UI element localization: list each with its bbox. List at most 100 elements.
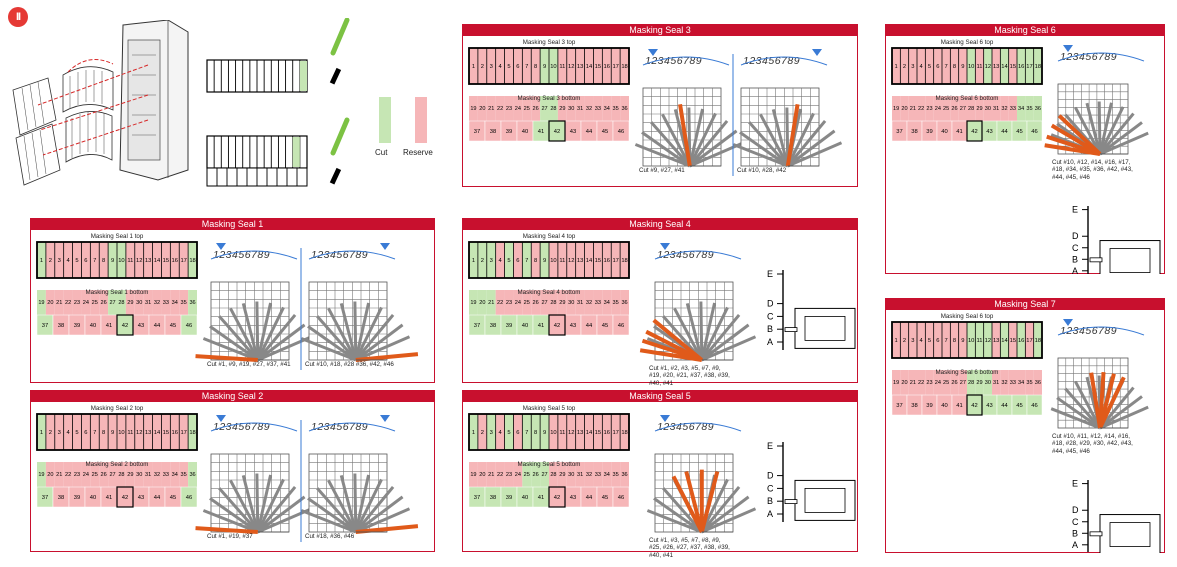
svg-text:10: 10 [550,258,556,264]
svg-text:15: 15 [1010,64,1016,70]
svg-text:22: 22 [65,300,71,306]
svg-text:8: 8 [534,64,537,70]
svg-text:29: 29 [976,106,982,112]
svg-text:3: 3 [490,430,493,436]
panel-title: Masking Seal 7 [886,299,1164,310]
svg-text:37: 37 [896,403,902,409]
svg-text:37: 37 [42,495,48,501]
svg-text:31: 31 [993,380,999,386]
svg-text:28: 28 [550,300,556,306]
svg-text:C: C [1072,243,1079,253]
svg-text:21: 21 [488,472,494,478]
svg-text:41: 41 [956,403,962,409]
svg-text:17: 17 [180,430,186,436]
svg-text:5: 5 [75,258,78,264]
svg-text:19: 19 [470,472,476,478]
cut-caption: Cut #1, #3, #5, #7, #8, #9, #25, #26, #2… [649,537,730,559]
lens-number-scale: 123456789 [311,249,369,261]
svg-text:34: 34 [1018,106,1024,112]
svg-text:31: 31 [577,300,583,306]
cut-caption: Cut #1, #2, #3, #5, #7, #9, #19, #20, #2… [649,365,730,387]
svg-text:22: 22 [497,300,503,306]
svg-text:5: 5 [75,430,78,436]
svg-text:34: 34 [604,472,610,478]
svg-text:23: 23 [506,472,512,478]
svg-text:31: 31 [577,472,583,478]
svg-text:5: 5 [507,430,510,436]
svg-text:41: 41 [106,323,112,329]
svg-text:23: 23 [926,380,932,386]
cut-caption: Cut #18, #36, #46 [305,533,355,540]
svg-text:7: 7 [93,258,96,264]
svg-text:42: 42 [554,323,560,329]
svg-text:E: E [1072,205,1078,215]
svg-text:41: 41 [538,495,544,501]
svg-text:27: 27 [541,472,547,478]
svg-text:35: 35 [613,106,619,112]
svg-text:40: 40 [522,129,528,135]
svg-text:C: C [767,311,774,321]
detector-exploded-illustration [12,20,189,186]
svg-text:35: 35 [181,300,187,306]
svg-text:26: 26 [951,380,957,386]
svg-text:35: 35 [181,472,187,478]
svg-text:7: 7 [945,64,948,70]
panel-title: Masking Seal 6 [886,25,1164,36]
svg-text:35: 35 [1026,380,1032,386]
svg-text:15: 15 [163,258,169,264]
svg-text:33: 33 [163,300,169,306]
seal-top-label: Masking Seal 6 top [940,313,994,320]
svg-text:14: 14 [154,258,161,264]
svg-text:14: 14 [586,430,593,436]
svg-text:32: 32 [1001,380,1007,386]
svg-text:23: 23 [74,472,80,478]
panel-title: Masking Seal 5 [463,391,857,402]
svg-text:20: 20 [47,300,53,306]
svg-text:1: 1 [472,258,475,264]
svg-text:34: 34 [172,472,178,478]
svg-text:14: 14 [1001,338,1008,344]
cut-caption: Cut #10, #28, #42 [737,167,787,174]
svg-text:B: B [767,324,773,334]
svg-text:44: 44 [154,323,161,329]
svg-text:30: 30 [568,300,574,306]
arrow-icon [654,243,742,260]
svg-text:41: 41 [538,323,544,329]
svg-text:23: 23 [506,300,512,306]
svg-text:4: 4 [498,258,502,264]
svg-text:46: 46 [1031,403,1037,409]
svg-text:38: 38 [490,323,496,329]
svg-text:2: 2 [49,430,52,436]
arrow-icon [642,49,730,66]
svg-text:C: C [1072,517,1079,527]
svg-text:15: 15 [1010,338,1016,344]
svg-text:43: 43 [986,403,992,409]
svg-text:11: 11 [559,258,565,264]
svg-text:27: 27 [960,106,966,112]
svg-text:B: B [1072,528,1078,538]
svg-text:27: 27 [541,106,547,112]
svg-text:15: 15 [595,430,601,436]
seal-bottom-label: Masking Seal 5 bottom [517,461,581,468]
svg-text:3: 3 [490,64,493,70]
svg-text:1: 1 [472,64,475,70]
svg-text:E: E [767,441,773,451]
svg-text:1: 1 [40,258,43,264]
svg-text:44: 44 [586,129,593,135]
svg-text:7: 7 [93,430,96,436]
svg-text:42: 42 [971,403,977,409]
svg-text:31: 31 [145,300,151,306]
svg-text:43: 43 [986,129,992,135]
svg-text:44: 44 [586,495,593,501]
svg-text:24: 24 [935,106,941,112]
svg-text:E: E [767,269,773,279]
svg-text:35: 35 [613,300,619,306]
svg-text:12: 12 [985,338,991,344]
svg-text:16: 16 [604,258,610,264]
svg-text:25: 25 [524,472,530,478]
svg-text:10: 10 [550,64,556,70]
svg-text:23: 23 [926,106,932,112]
